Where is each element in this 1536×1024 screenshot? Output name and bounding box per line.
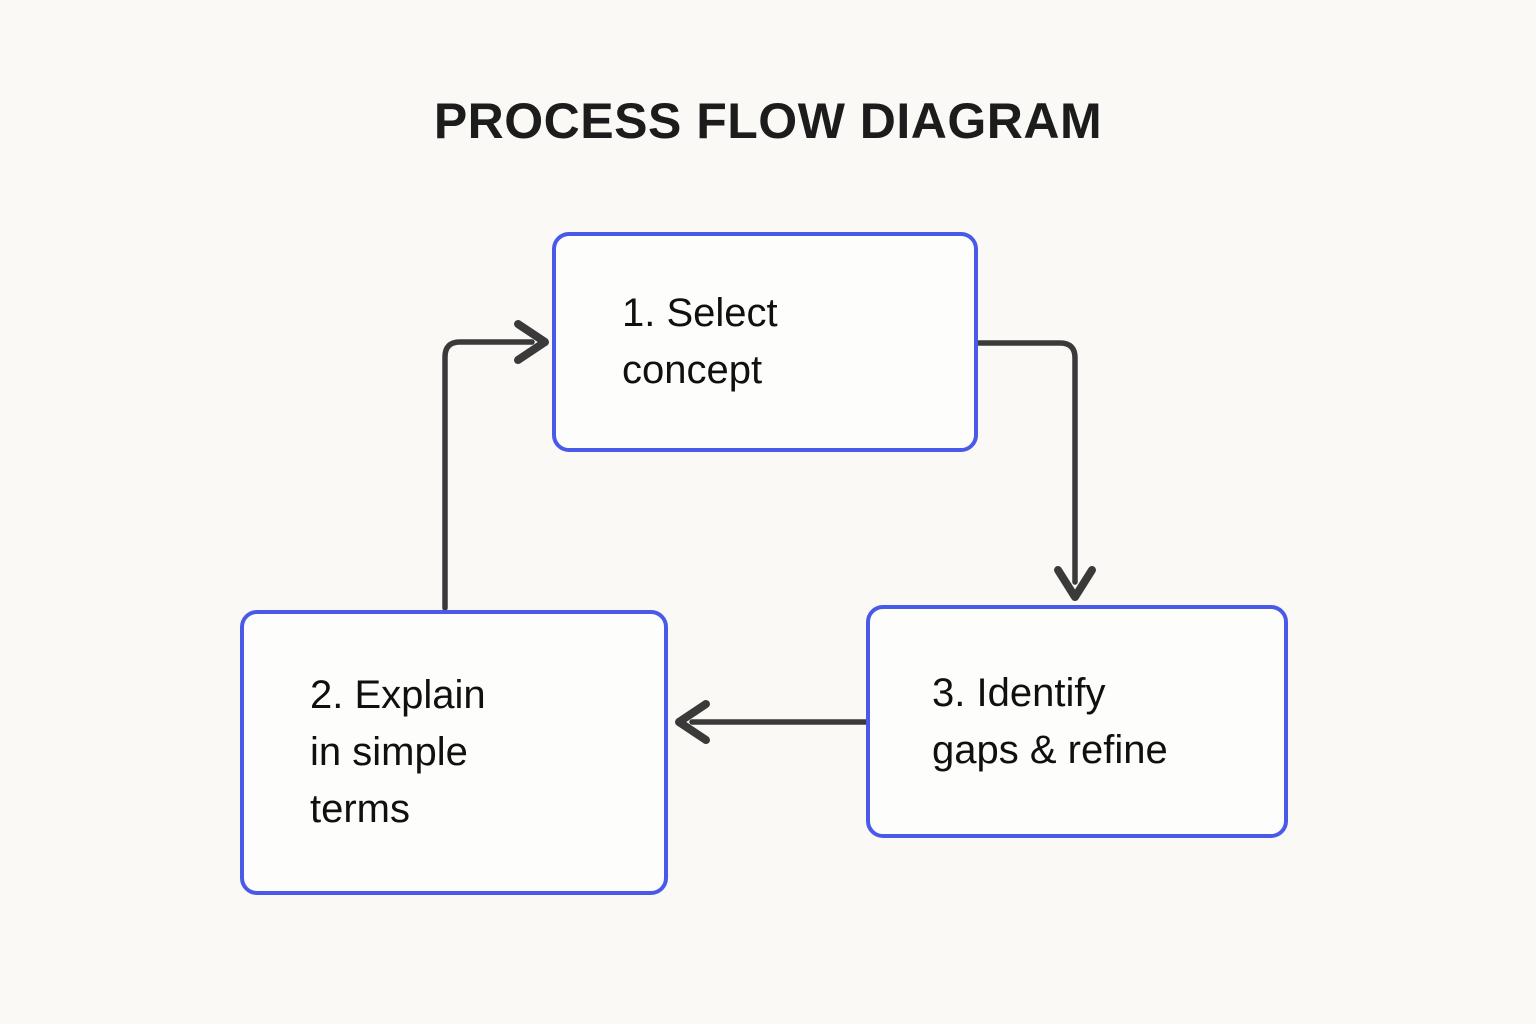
page-title: PROCESS FLOW DIAGRAM (433, 93, 1103, 149)
arrowhead-left-icon (675, 700, 710, 744)
arrowhead-down-icon (1054, 566, 1096, 601)
flow-node-label: 2. Explain in simple terms (310, 673, 486, 831)
flow-node-label: 3. Identify gaps & refine (932, 670, 1168, 772)
flow-node-label: 1. Select concept (622, 291, 778, 392)
flow-node-identify-gaps-and-refine[interactable]: 3. Identify gaps & refine (866, 605, 1288, 838)
flow-node-select-concept[interactable]: 1. Select concept (552, 232, 978, 452)
flow-node-explain-in-simple-terms[interactable]: 2. Explain in simple terms (240, 610, 668, 895)
arrowhead-right-icon (514, 320, 549, 364)
edge-node2-to-node1 (442, 320, 549, 611)
edge-node1-to-node3 (975, 340, 1096, 601)
edge-node3-to-node2 (675, 700, 869, 744)
